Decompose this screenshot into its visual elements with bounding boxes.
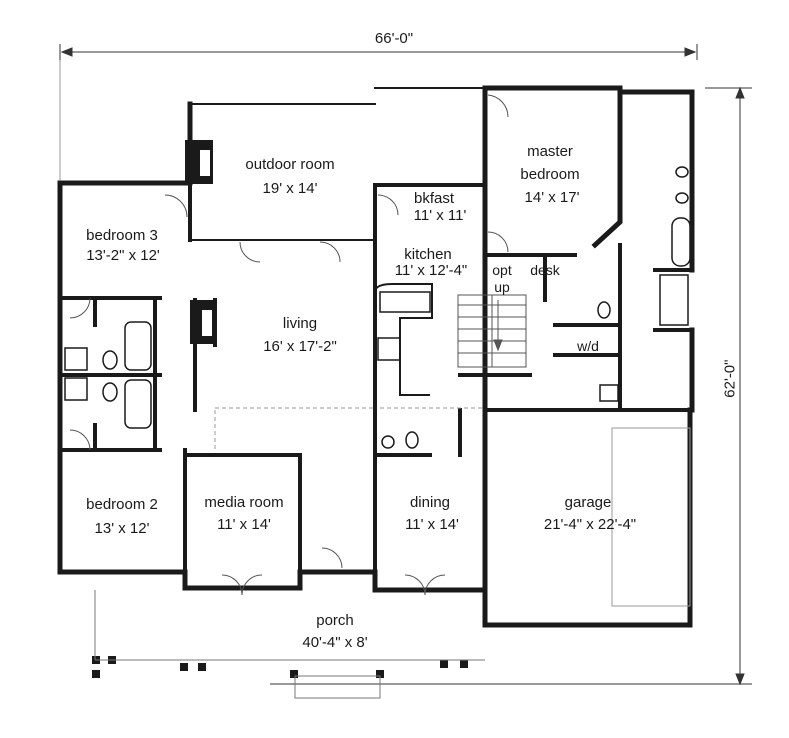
outdoor-room-name: outdoor room (245, 156, 335, 173)
porch-size: 40'-4" x 8' (302, 634, 368, 651)
master-bedroom-size: 14' x 17' (524, 189, 580, 206)
fireplaces (185, 140, 216, 344)
desk-label: desk (530, 262, 560, 278)
bedroom3-name: bedroom 3 (86, 227, 158, 244)
master-bedroom-name-2: bedroom (520, 166, 580, 183)
bedroom2-size: 13' x 12' (94, 520, 150, 537)
bedroom2-name: bedroom 2 (86, 496, 158, 513)
dining-name: dining (409, 494, 451, 511)
living-name: living (282, 315, 318, 332)
media-room-name: media room (204, 494, 284, 511)
bkfast-name: bkfast (413, 190, 455, 207)
outdoor-room-size: 19' x 14' (262, 180, 318, 197)
kitchen-name: kitchen (404, 246, 452, 263)
wd-label: w/d (577, 338, 599, 354)
master-bedroom-name-1: master (527, 143, 573, 160)
dashed-openings (214, 407, 485, 450)
media-room-size: 11' x 14' (217, 516, 271, 533)
garage-size: 21'-4" x 22'-4" (543, 516, 637, 533)
kitchen-size: 11' x 12'-4" (394, 262, 468, 279)
bkfast-size: 11' x 11' (413, 207, 467, 224)
garage-name: garage (564, 494, 612, 511)
overall-width-label: 66'-0" (374, 30, 414, 47)
kitchen-counter (374, 283, 433, 396)
opt-label: opt (492, 262, 512, 278)
overall-depth-label: 62'-0" (721, 359, 739, 398)
porch-outline (94, 590, 485, 699)
interior-walls (58, 181, 694, 574)
dining-size: 11' x 14' (405, 516, 459, 533)
dimension-lines (59, 44, 752, 686)
porch-name: porch (316, 612, 354, 629)
living-size: 16' x 17'-2" (263, 338, 337, 355)
stair (457, 294, 527, 368)
fixtures (64, 166, 691, 449)
door-swings (69, 94, 509, 596)
porch-columns (92, 656, 468, 678)
bedroom3-size: 13'-2" x 12' (86, 247, 160, 264)
garage-door (611, 427, 691, 607)
up-label: up (494, 279, 510, 295)
